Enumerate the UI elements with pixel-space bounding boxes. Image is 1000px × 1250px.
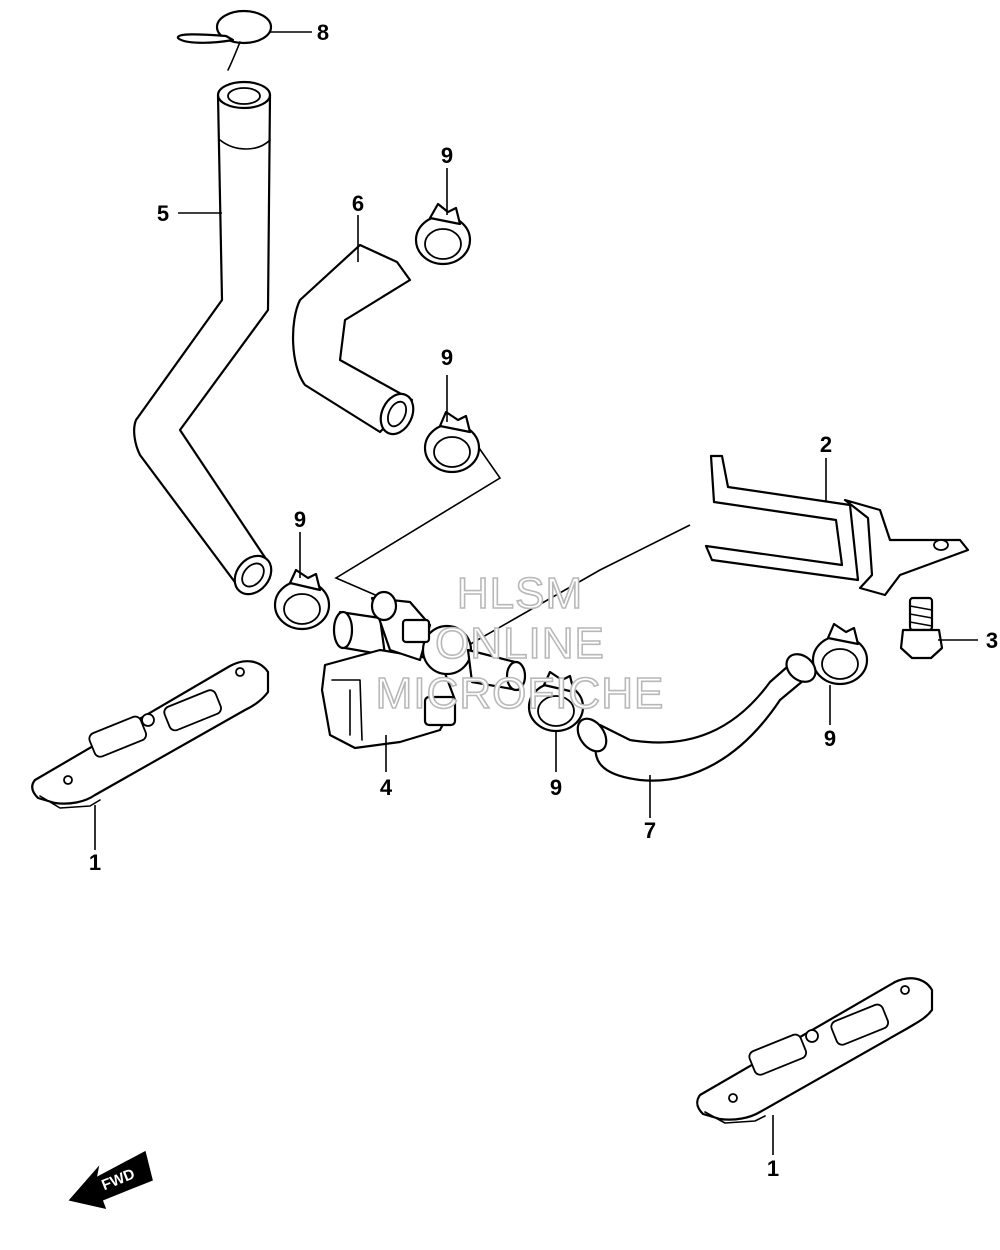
part-4-valve[interactable] [320,590,527,750]
part-8-clip[interactable] [176,9,273,71]
callout-2: 2 [820,432,832,457]
callout-9-a: 9 [441,143,453,168]
leader-lines [94,31,978,1155]
part-9-clamp-d[interactable] [527,670,585,733]
part-9-clamp-c[interactable] [273,568,331,631]
callout-4: 4 [380,775,393,800]
callout-9-c: 9 [294,507,306,532]
assembly-guide-lines [334,434,691,651]
fwd-arrow: FWD [68,1150,153,1210]
callout-1-a: 1 [89,850,101,875]
callout-3: 3 [986,628,998,653]
callout-8: 8 [317,20,329,45]
watermark-line-1: HLSM [457,569,583,618]
part-7-hose[interactable] [572,649,821,782]
part-6-hose[interactable] [292,243,419,439]
watermark-line-3: MICROFICHE [376,669,665,718]
callout-9-b: 9 [441,345,453,370]
callout-1-b: 1 [767,1156,779,1181]
watermark: HLSM ONLINE MICROFICHE [375,568,665,719]
callout-9-d: 9 [550,775,562,800]
part-9-clamp-e[interactable] [811,622,869,686]
callout-9-e: 9 [824,726,836,751]
watermark-line-2: ONLINE [435,619,605,668]
part-1-plate-a[interactable] [31,660,270,809]
part-9-clamp-a[interactable] [414,202,472,266]
part-9-clamp-b[interactable] [423,410,481,474]
part-5-hose[interactable] [133,80,279,601]
callout-7: 7 [644,818,656,843]
part-2-pipe-bracket[interactable] [704,454,970,597]
part-1-plate-b[interactable] [696,977,934,1124]
callout-5: 5 [157,201,169,226]
callouts: 8 5 6 9 9 9 2 3 4 9 9 7 1 1 [89,20,998,1181]
callout-6: 6 [352,191,364,216]
part-3-bolt[interactable] [899,596,944,660]
